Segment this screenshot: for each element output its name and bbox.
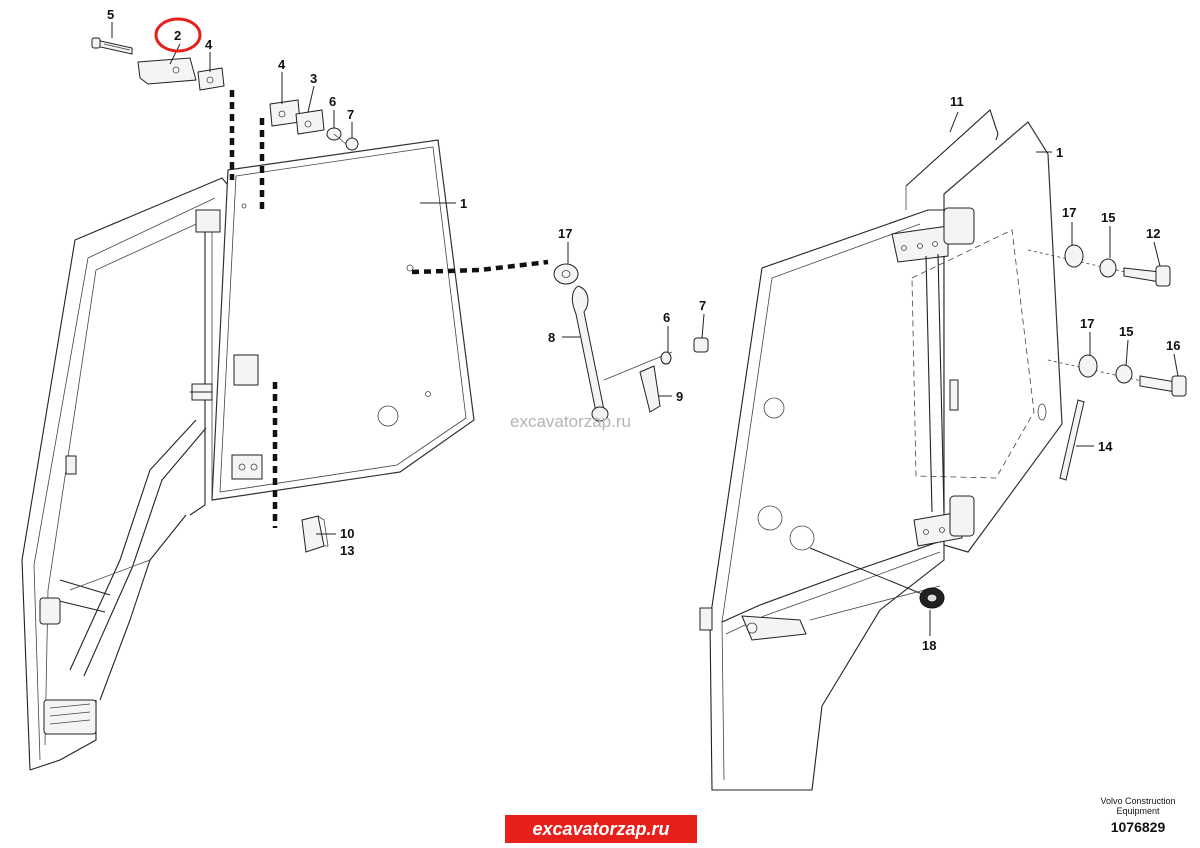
callout-10: 10 — [340, 526, 354, 541]
callout-2: 2 — [174, 28, 181, 43]
callout-9: 9 — [676, 389, 683, 404]
callout-6b: 6 — [663, 310, 670, 325]
drawing-number: 1076829 — [1110, 819, 1166, 835]
callout-11: 11 — [950, 94, 964, 109]
callout-17c: 17 — [1080, 316, 1094, 331]
right-fasteners — [1027, 244, 1187, 397]
top-hardware — [91, 37, 359, 151]
callout-8: 8 — [548, 330, 555, 345]
callout-1b: 1 — [1056, 145, 1063, 160]
right-seal-11 — [905, 109, 999, 210]
right-door-frame — [699, 209, 945, 791]
callout-5: 5 — [107, 7, 114, 22]
callout-4a: 4 — [205, 37, 213, 52]
callout-16: 16 — [1166, 338, 1180, 353]
left-cab-frame — [21, 177, 233, 771]
callout-1a: 1 — [460, 196, 467, 211]
callout-14: 14 — [1098, 439, 1113, 454]
right-door-glass — [911, 121, 1063, 553]
callout-15a: 15 — [1101, 210, 1115, 225]
manufacturer-line-2: Equipment — [1116, 806, 1160, 816]
manufacturer-label: Volvo Construction Equipment — [1088, 796, 1188, 816]
callout-17a: 17 — [558, 226, 572, 241]
strip-14 — [1059, 399, 1085, 481]
left-door-glass — [211, 139, 475, 501]
callout-18: 18 — [922, 638, 936, 653]
callout-7b: 7 — [699, 298, 706, 313]
brand-banner[interactable]: excavatorzap.ru — [505, 815, 697, 843]
callout-17b: 17 — [1062, 205, 1076, 220]
latch-block — [301, 515, 329, 553]
assembly-paths — [229, 90, 549, 528]
handle-hardware — [553, 263, 709, 422]
right-hinges — [891, 207, 975, 547]
callout-6a: 6 — [329, 94, 336, 109]
watermark-text: excavatorzap.ru — [510, 412, 631, 431]
grommet-18 — [809, 547, 945, 609]
manufacturer-line-1: Volvo Construction — [1100, 796, 1176, 806]
callout-4b: 4 — [278, 57, 286, 72]
callout-labels: 5 2 4 4 3 6 7 1 17 8 6 7 9 10 13 11 1 17… — [107, 7, 1180, 653]
callout-13: 13 — [340, 543, 354, 558]
callout-15b: 15 — [1119, 324, 1133, 339]
highlight-circle — [154, 17, 202, 53]
callout-7a: 7 — [347, 107, 354, 122]
callout-12: 12 — [1146, 226, 1160, 241]
leader-lines — [111, 22, 1179, 636]
callout-3: 3 — [310, 71, 317, 86]
